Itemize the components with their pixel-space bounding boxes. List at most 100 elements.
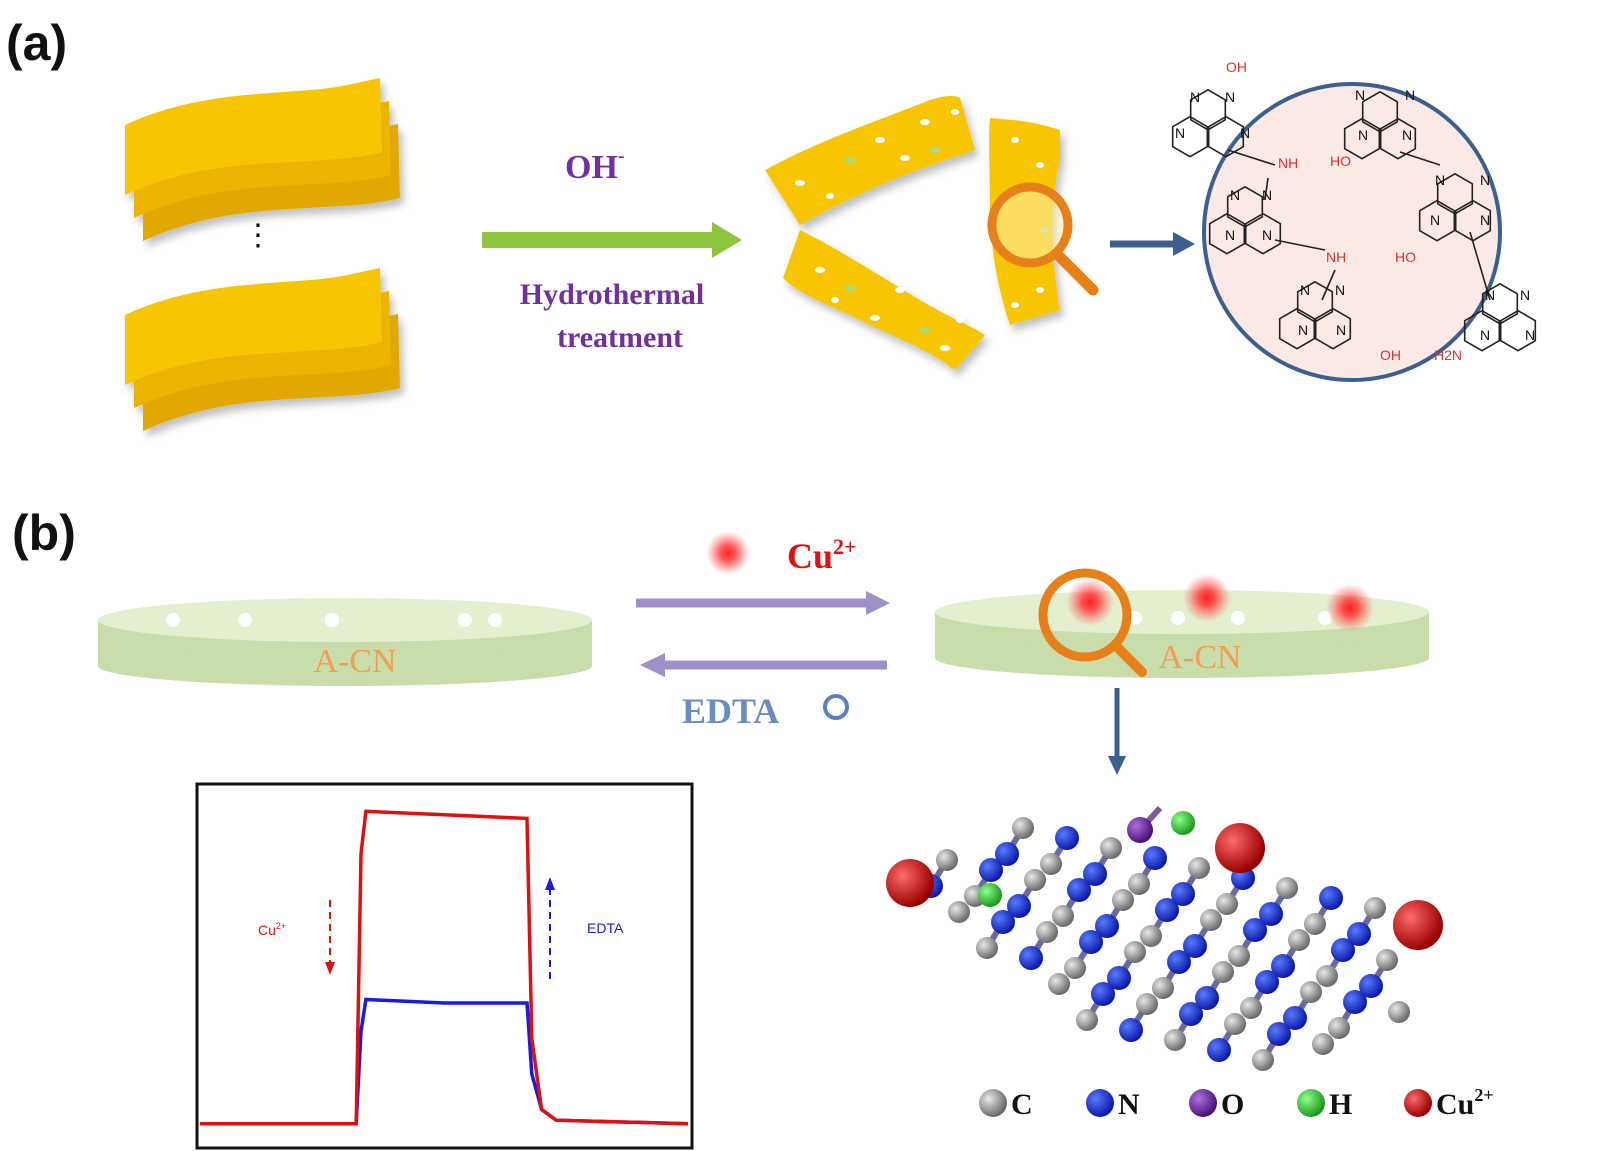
heptazine-ring <box>1296 280 1334 323</box>
copper-ion <box>1393 900 1443 950</box>
legend-label-o: O <box>1221 1088 1244 1121</box>
nitrogen-atom <box>1343 990 1367 1014</box>
nitrogen-atom-label: N <box>1230 187 1240 203</box>
chart-frame <box>195 782 694 1150</box>
nitrogen-atom-label: N <box>1262 227 1272 243</box>
nitrogen-atom <box>1331 938 1355 962</box>
carbon-atom <box>1240 997 1262 1019</box>
forward-arrow <box>636 591 890 615</box>
legend-swatch-n <box>1086 1089 1114 1117</box>
nitrogen-atom-label: N <box>1520 287 1530 303</box>
acn-disk-left <box>98 598 592 686</box>
hydrogen-atom <box>1171 811 1195 835</box>
legend-label-c: C <box>1011 1088 1033 1121</box>
copper-ion <box>886 859 934 907</box>
nitrogen-atom <box>1319 886 1343 910</box>
legend-swatch-h <box>1297 1089 1325 1117</box>
carbon-atom <box>1164 1029 1186 1051</box>
acn-label-right: A-CN <box>1158 639 1241 676</box>
carbon-atom <box>1288 929 1310 951</box>
carbon-atom <box>1112 889 1134 911</box>
nitrogen-atom <box>1083 862 1107 886</box>
nitrogen-atom-label: N <box>1525 327 1535 343</box>
stacked-sheets-bottom <box>125 268 400 431</box>
nitrogen-atom <box>995 842 1019 866</box>
heptazine-ring <box>1226 185 1264 228</box>
cu-reagent-label: Cu2+ <box>787 534 857 576</box>
nitrogen-atom <box>1155 898 1179 922</box>
label-ho-1: HO <box>1330 153 1351 169</box>
nitrogen-atom <box>1091 982 1115 1006</box>
plot-edta-label: EDTA <box>587 920 624 936</box>
nitrogen-atom <box>1255 970 1279 994</box>
nitrogen-atom <box>1271 954 1295 978</box>
backward-arrow <box>640 653 887 677</box>
condition-line-1: Hydrothermal <box>520 278 704 311</box>
nitrogen-atom <box>1267 1022 1291 1046</box>
nitrogen-atom-label: N <box>1298 322 1308 338</box>
nitrogen-atom-label: N <box>1435 172 1445 188</box>
carbon-atom <box>1012 817 1034 839</box>
label-nh-1: NH <box>1278 155 1298 171</box>
carbon-atom <box>1224 1013 1246 1035</box>
nitrogen-atom <box>1359 974 1383 998</box>
nitrogen-atom <box>1167 950 1191 974</box>
nitrogen-atom <box>1119 1018 1143 1042</box>
carbon-atom <box>1312 1033 1334 1055</box>
nitrogen-atom <box>1207 1038 1231 1062</box>
carbon-atom <box>1300 981 1322 1003</box>
chart-series-group <box>200 809 689 1126</box>
heptazine-ring <box>1379 117 1417 160</box>
bridge-bond <box>1274 239 1326 251</box>
legend-swatch-c <box>979 1089 1007 1117</box>
cu-ion-glow <box>706 531 750 575</box>
heptazine-ring <box>1189 88 1227 131</box>
porous-sheet-1 <box>765 95 975 225</box>
carbon-atom <box>1124 941 1146 963</box>
carbon-atom <box>1140 925 1162 947</box>
carbon-atom <box>1100 837 1122 859</box>
carbon-atom <box>1228 945 1250 967</box>
carbon-atom <box>1216 893 1238 915</box>
label-ho-2: HO <box>1395 249 1416 265</box>
heptazine-ring <box>1361 90 1399 133</box>
carbon-atom <box>1136 993 1158 1015</box>
heptazine-ring <box>1418 199 1456 242</box>
heptazine-ring <box>1207 115 1245 158</box>
oxygen-atom <box>1127 817 1153 843</box>
carbon-atom <box>1064 957 1086 979</box>
nitrogen-atom <box>1143 846 1167 870</box>
legend-label-h: H <box>1329 1088 1352 1121</box>
nitrogen-atom <box>1179 1002 1203 1026</box>
ball-stick-molecule <box>886 805 1443 1071</box>
copper-ion <box>1215 823 1265 873</box>
heptazine-ring <box>1171 115 1209 158</box>
legend-label-n: N <box>1118 1088 1140 1121</box>
carbon-atom <box>1252 1049 1274 1071</box>
heptazine-ring <box>1343 117 1381 160</box>
carbon-atom <box>1328 1017 1350 1039</box>
carbon-atom <box>936 849 958 871</box>
carbon-atom <box>1316 965 1338 987</box>
nitrogen-atom-label: N <box>1402 127 1412 143</box>
stacked-sheets-top <box>125 78 400 241</box>
acn-label-left: A-CN <box>313 643 396 680</box>
panel-b-label: (b) <box>12 505 76 561</box>
nitrogen-atom-label: N <box>1480 172 1490 188</box>
heptazine-ring <box>1499 309 1537 352</box>
panel-a-label: (a) <box>6 15 67 71</box>
carbon-atom <box>1048 973 1070 995</box>
chart-series-line-0 <box>200 809 689 1126</box>
structure-labels: OH NH NH HO HO OH H2N <box>1226 59 1462 363</box>
heptazine-ring <box>1481 282 1519 325</box>
heptazine-ring <box>1278 307 1316 350</box>
legend-swatch-cu <box>1404 1089 1432 1117</box>
heptazine-ring <box>1436 172 1474 215</box>
ellipsis-mark: ⋮ <box>243 219 273 252</box>
carbon-atom <box>1212 961 1234 983</box>
label-oh-bottom: OH <box>1380 347 1401 363</box>
down-arrow-head <box>1108 756 1126 775</box>
